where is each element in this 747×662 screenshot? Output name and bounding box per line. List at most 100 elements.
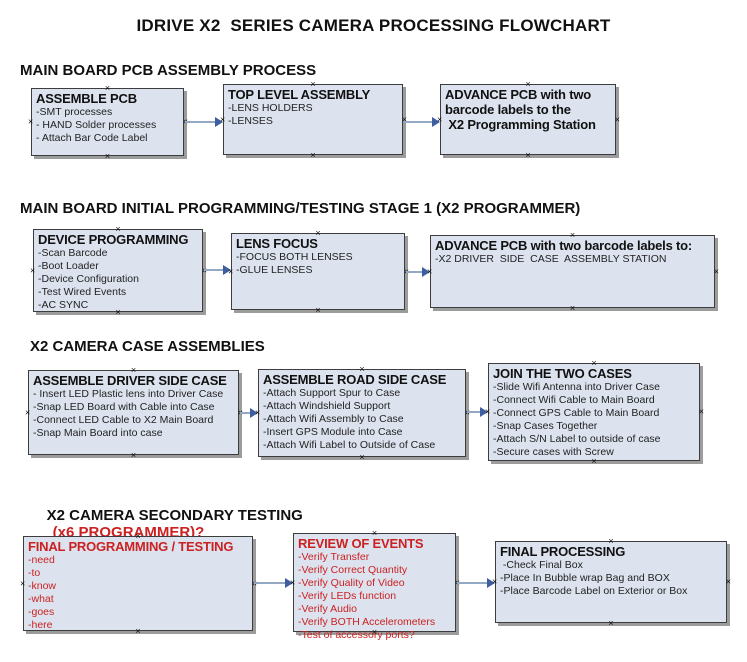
connector-arrow — [203, 265, 231, 275]
flow-box-join-the-two-cases: × × × × JOIN THE TWO CASES -Slide Wifi A… — [485, 359, 704, 466]
anchor-mark: × — [401, 114, 407, 124]
section-heading-case-assemblies: X2 CAMERA CASE ASSEMBLIES — [30, 338, 265, 355]
box-title: ASSEMBLE DRIVER SIDE CASE — [33, 373, 227, 388]
anchor-mark: × — [25, 407, 31, 417]
box-item: -Device Configuration — [38, 273, 139, 285]
anchor-mark: × — [485, 406, 491, 417]
arrow-head-icon — [250, 408, 258, 418]
arrow-head-icon — [480, 407, 488, 417]
box-item: -Verify Transfer — [298, 551, 370, 563]
box-item: -Check Final Box — [500, 559, 583, 571]
box-item: -GLUE LENSES — [236, 264, 313, 276]
box-title: FINAL PROCESSING — [500, 544, 626, 559]
section-heading-initial-programming: MAIN BOARD INITIAL PROGRAMMING/TESTING S… — [20, 200, 581, 217]
box-item: -LENSES — [228, 115, 273, 127]
box-item: -Place Barcode Label on Exterior or Box — [500, 585, 688, 597]
section-heading-text: X2 CAMERA SECONDARY TESTING — [46, 507, 303, 524]
anchor-mark: × — [713, 266, 719, 276]
connector-arrow — [239, 408, 258, 418]
box-item: - Attach Bar Code Label — [36, 132, 148, 144]
arrow-head-icon — [487, 578, 495, 588]
box-item: -Attach S/N Label to outside of case — [493, 433, 661, 445]
anchor-mark: × — [310, 150, 316, 160]
anchor-mark: × — [30, 265, 36, 275]
flow-box-assemble-road-side-case: × × × × ASSEMBLE ROAD SIDE CASE -Attach … — [255, 365, 470, 462]
flow-box-advance-pcb-programming-station: × × × × ADVANCE PCB with two barcode lab… — [437, 80, 620, 160]
box-item: -Connect LED Cable to X2 Main Board — [33, 414, 214, 426]
arrow-line — [204, 269, 226, 271]
anchor-mark: × — [437, 114, 443, 124]
box-item: -AC SYNC — [38, 299, 89, 311]
arrow-line — [240, 412, 253, 414]
arrow-line — [457, 582, 490, 584]
anchor-mark: × — [315, 305, 321, 315]
anchor-mark: × — [135, 531, 141, 541]
arrow-head-icon — [223, 265, 231, 275]
box-item: -Verify BOTH Accelerometers — [298, 616, 436, 628]
anchor-mark: × — [569, 230, 576, 240]
anchor-mark: × — [228, 266, 234, 276]
box-item: -Verify Audio — [298, 603, 357, 615]
box-item: -Verify Quality of Video — [298, 577, 405, 589]
anchor-mark: × — [28, 116, 34, 127]
box-item: -Slide Wifi Antenna into Driver Case — [493, 381, 660, 393]
box-item: -Test Wired Events — [38, 286, 127, 298]
box-title: JOIN THE TWO CASES — [493, 366, 632, 381]
box-title: TOP LEVEL ASSEMBLY — [228, 87, 371, 102]
anchor-mark: × — [104, 83, 111, 93]
anchor-mark: × — [698, 406, 704, 417]
box-item: -what — [28, 593, 54, 605]
box-item: -Snap Main Board into case — [33, 427, 163, 439]
anchor-mark: × — [427, 266, 433, 276]
anchor-mark: × — [130, 450, 137, 460]
box-item: -Boot Loader — [38, 260, 99, 272]
anchor-mark: × — [591, 456, 597, 466]
box-item: -here — [28, 619, 53, 631]
anchor-mark: × — [492, 576, 498, 587]
box-title: ASSEMBLE ROAD SIDE CASE — [263, 372, 447, 387]
flow-box-review-of-events: × × × × REVIEW OF EVENTS -Verify Transfe… — [290, 529, 460, 642]
box-item: -Attach Wifi Label to Outside of Case — [263, 439, 436, 451]
anchor-mark: × — [371, 627, 378, 637]
box-item: -SMT processes — [36, 106, 113, 118]
anchor-mark: × — [359, 364, 365, 374]
section-heading-pcb-assembly: MAIN BOARD PCB ASSEMBLY PROCESS — [20, 62, 317, 79]
flow-box-final-programming-testing: × × × × FINAL PROGRAMMING / TESTING -nee… — [20, 532, 257, 636]
box-title: ADVANCE PCB with two barcode labels to: — [435, 238, 693, 253]
connector-arrow — [466, 407, 488, 417]
box-title: ASSEMBLE PCB — [36, 91, 137, 106]
box-item: -Place In Bubble wrap Bag and BOX — [500, 572, 670, 584]
box-item: -know — [28, 580, 57, 592]
flow-box-top-level-assembly: × × × × TOP LEVEL ASSEMBLY -LENS HOLDERS… — [220, 80, 407, 160]
anchor-mark: × — [310, 79, 316, 89]
box-title: FINAL PROGRAMMING / TESTING — [28, 539, 234, 554]
anchor-mark: × — [115, 307, 121, 317]
box-item: -Snap LED Board with Cable into Case — [33, 401, 215, 413]
flow-box-lens-focus: × × × × LENS FOCUS -FOCUS BOTH LENSES -G… — [228, 229, 409, 315]
box-item: -to — [28, 567, 41, 579]
box-item: -FOCUS BOTH LENSES — [236, 251, 353, 263]
flow-box-advance-pcb-driver-side: × × × × ADVANCE PCB with two barcode lab… — [427, 231, 719, 313]
anchor-mark: × — [315, 228, 321, 238]
page-title: IDRIVE X2 SERIES CAMERA PROCESSING FLOWC… — [136, 16, 611, 35]
box-item: -Verify LEDs function — [298, 590, 397, 602]
anchor-mark: × — [608, 536, 614, 546]
arrow-head-icon — [285, 578, 293, 588]
box-item: -Attach Wifi Assembly to Case — [263, 413, 404, 425]
anchor-mark: × — [569, 303, 576, 313]
box-title: ADVANCE PCB with two barcode labels to t… — [445, 87, 596, 132]
arrow-head-icon — [432, 117, 440, 127]
anchor-mark: × — [290, 577, 296, 587]
anchor-mark: × — [115, 224, 121, 234]
box-title: REVIEW OF EVENTS — [298, 536, 424, 551]
anchor-mark: × — [525, 79, 531, 89]
box-item: -Attach Windshield Support — [263, 400, 391, 412]
anchor-mark: × — [104, 151, 111, 161]
connector-arrow — [184, 117, 223, 127]
arrow-line — [467, 411, 483, 413]
anchor-mark: × — [725, 576, 731, 587]
flow-box-device-programming: × × × × DEVICE PROGRAMMING -Scan Barcode… — [30, 225, 207, 317]
anchor-mark: × — [608, 618, 614, 628]
connector-arrow — [456, 578, 495, 588]
